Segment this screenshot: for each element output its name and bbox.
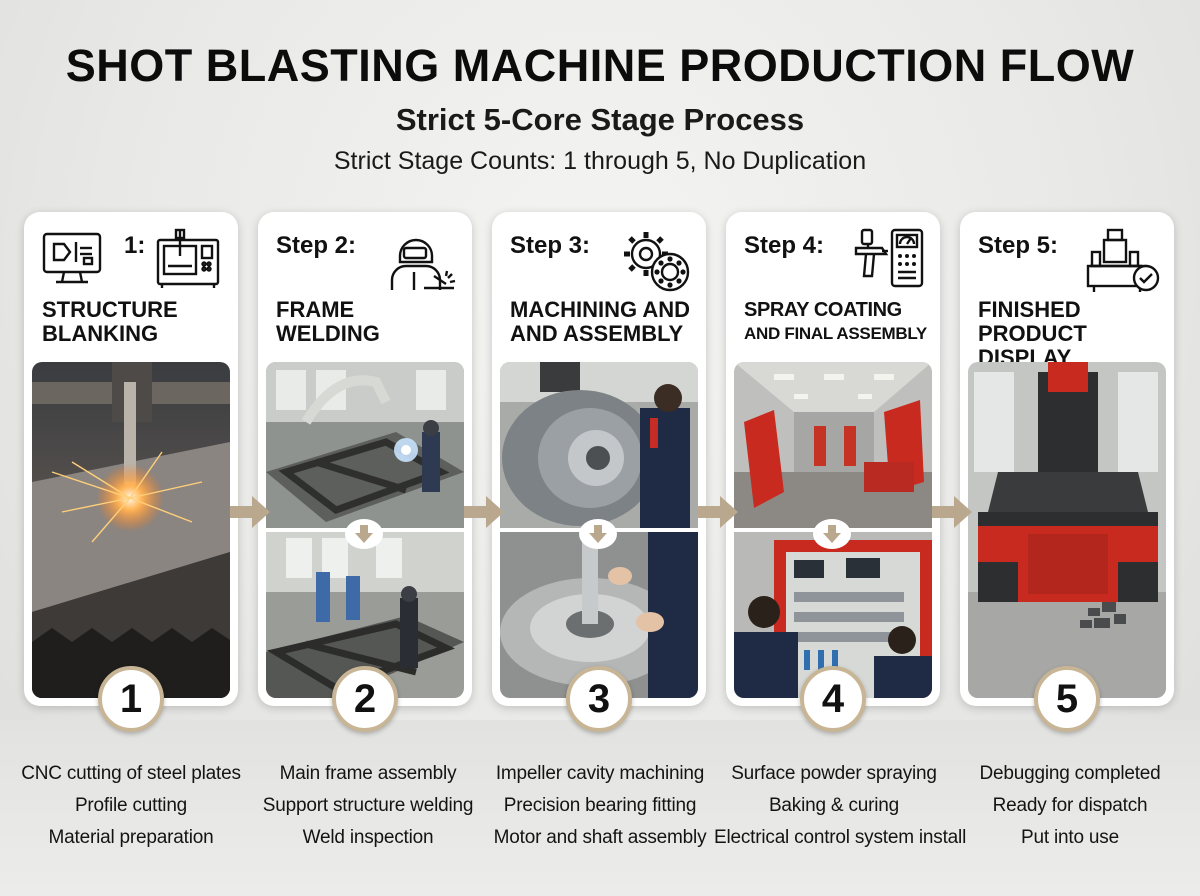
page-title: SHOT BLASTING MACHINE PRODUCTION FLOW [65,40,1135,91]
step-title: SPRAY COATING AND FINAL ASSEMBLY [744,299,927,343]
flow-arrow-right-icon [698,496,738,528]
arrow-down-icon [579,519,617,549]
detail-line: Material preparation [48,827,214,848]
step-card-2: Step 2: FRAME WELDING [258,212,472,732]
page-subtitle: Strict 5-Core Stage Process [395,102,805,137]
step-card-3: Step 3: MACHINING AND AND ASSEMBLY [492,212,706,732]
step-2-details: Main frame assembly Support structure we… [248,758,488,854]
step-4-details: Surface powder spraying Baking & curing … [714,758,967,854]
arrow-down-icon [345,519,383,549]
step-5-details: Debugging completed Ready for dispatch P… [950,758,1190,854]
flow-arrow-right-icon [230,496,270,528]
step-label: Step 2: [276,232,357,259]
step-title: STRUCTURE BLANKING [42,297,178,346]
step-card-4: Step 4: SPRAY COATING AND FINAL ASSEMBLY [726,212,940,732]
detail-line: CNC cutting of steel plates [21,763,241,784]
step-number-badge: 2 [332,666,398,732]
spray-booth-photo [734,362,932,528]
step-number-badge: 4 [800,666,866,732]
detail-line: Debugging completed [979,763,1161,784]
cnc-machine-icon [154,226,222,295]
detail-line: Baking & curing [768,795,900,816]
detail-line: Profile cutting [74,795,188,816]
detail-line: Precision bearing fitting [503,795,697,816]
spray-gun-and-control-panel-icon [852,226,926,295]
floor-backdrop [0,720,1200,896]
detail-line: Motor and shaft assembly [493,827,707,848]
step-label: 1: [124,232,146,259]
arrow-down-icon [813,519,851,549]
step-title: MACHINING AND AND ASSEMBLY [510,297,691,346]
step-title: FINISHED PRODUCT DISPLAY [978,297,1087,370]
finished-machine-photo [968,362,1166,698]
step-number-badge: 3 [566,666,632,732]
detail-line: Weld inspection [302,827,434,848]
step-number-badge: 1 [98,666,164,732]
detail-line: Support structure welding [262,795,474,816]
flow-arrow-right-icon [464,496,504,528]
gear-and-bearing-icon [620,226,692,299]
flow-arrow-right-icon [932,496,972,528]
step-label: Step 5: [978,232,1059,259]
detail-line: Impeller cavity machining [495,763,705,784]
header: SHOT BLASTING MACHINE PRODUCTION FLOW St… [0,40,1200,176]
step-label: Step 3: [510,232,591,259]
step-card-1: 1: STRUCTURE BLANKING [24,212,238,732]
detail-line: Surface powder spraying [731,763,937,784]
plasma-cutting-photo [32,362,230,698]
step-label: Step 4: [744,232,825,259]
welder-icon [384,226,456,297]
step-3-details: Impeller cavity machining Precision bear… [480,758,720,854]
frame-welding-photo [266,532,464,698]
detail-line: Put into use [1021,827,1119,848]
detail-line: Electrical control system install [714,827,967,848]
cad-computer-icon [40,226,104,295]
machining-photo [500,362,698,528]
detail-line: Main frame assembly [279,763,457,784]
machine-with-checkmark-icon [1084,226,1160,299]
step-1-details: CNC cutting of steel plates Profile cutt… [11,758,251,854]
step-title: FRAME WELDING [276,297,380,346]
step-card-5: Step 5: FINISHED PRODUCT DISPLAY [960,212,1174,732]
detail-line: Ready for dispatch [992,795,1148,816]
page-tagline: Strict Stage Counts: 1 through 5, No Dup… [333,147,867,175]
robotic-welding-photo [266,362,464,528]
step-number-badge: 5 [1034,666,1100,732]
